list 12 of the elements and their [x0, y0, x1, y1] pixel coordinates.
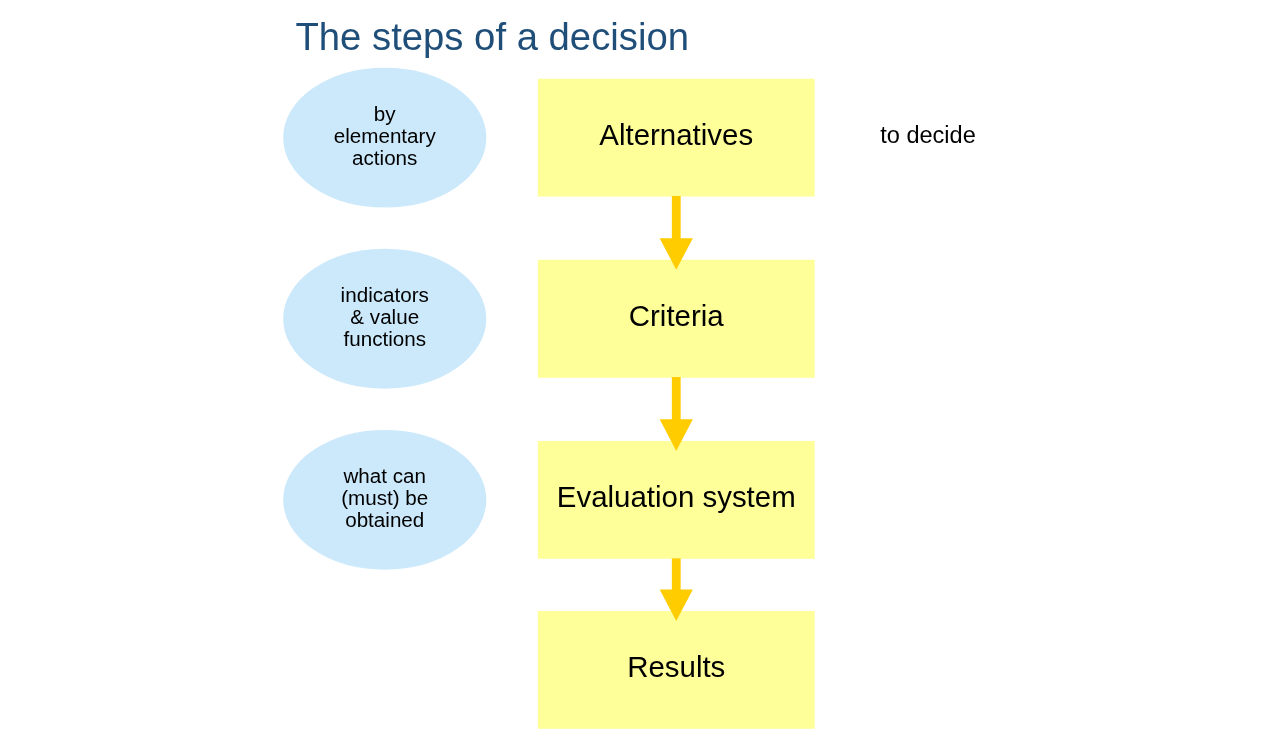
node-box: Evaluation system	[537, 440, 815, 559]
node-ellipse: indicators & value functions	[283, 248, 487, 389]
node-box: Results	[537, 611, 815, 729]
label: to decide	[880, 122, 976, 149]
node-ellipse: what can (must) be obtained	[283, 429, 487, 570]
diagram-title: The steps of a decision	[295, 15, 689, 59]
node-box: Alternatives	[537, 78, 815, 197]
node-box: Criteria	[537, 259, 815, 378]
arrow	[659, 377, 693, 451]
arrow	[659, 558, 693, 622]
arrow	[659, 196, 693, 270]
node-ellipse: by elementary actions	[283, 67, 487, 208]
